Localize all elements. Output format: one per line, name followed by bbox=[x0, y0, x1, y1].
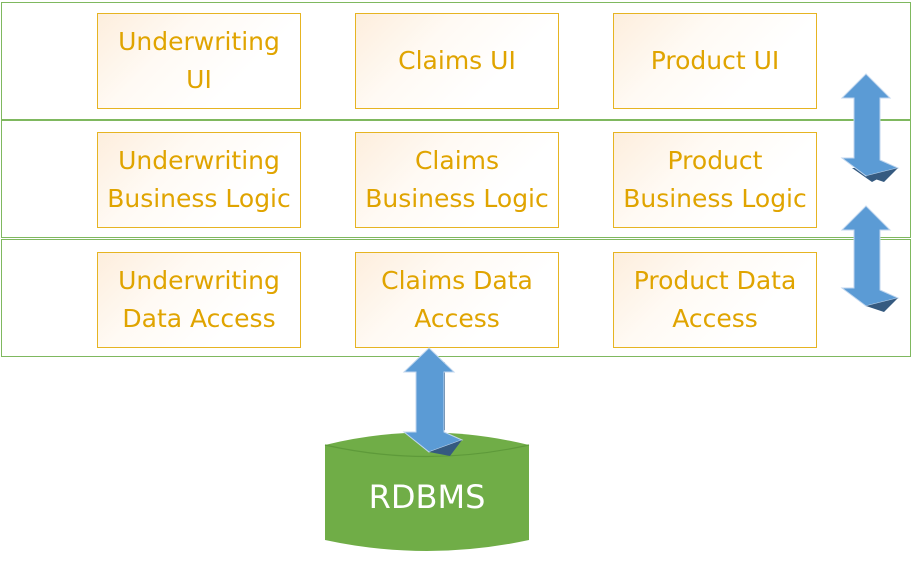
double-arrow-bl-da-icon bbox=[840, 205, 900, 312]
database-cylinder bbox=[324, 432, 530, 551]
claims-business-logic-box: Claims Business Logic bbox=[355, 132, 559, 228]
layer-business-logic bbox=[1, 120, 911, 238]
layer-ui bbox=[1, 2, 911, 120]
double-arrow-ui-bl-icon bbox=[840, 73, 900, 182]
layer-data-access bbox=[1, 239, 911, 357]
underwriting-business-logic-box: Underwriting Business Logic bbox=[97, 132, 301, 228]
claims-data-access-box: Claims Data Access bbox=[355, 252, 559, 348]
double-arrow-da-db-icon bbox=[402, 347, 464, 456]
underwriting-data-access-box: Underwriting Data Access bbox=[97, 252, 301, 348]
product-ui-box: Product UI bbox=[613, 13, 817, 109]
database-label: RDBMS bbox=[368, 478, 486, 516]
product-business-logic-box: Product Business Logic bbox=[613, 132, 817, 228]
claims-ui-box: Claims UI bbox=[355, 13, 559, 109]
product-data-access-box: Product Data Access bbox=[613, 252, 817, 348]
underwriting-ui-box: Underwriting UI bbox=[97, 13, 301, 109]
